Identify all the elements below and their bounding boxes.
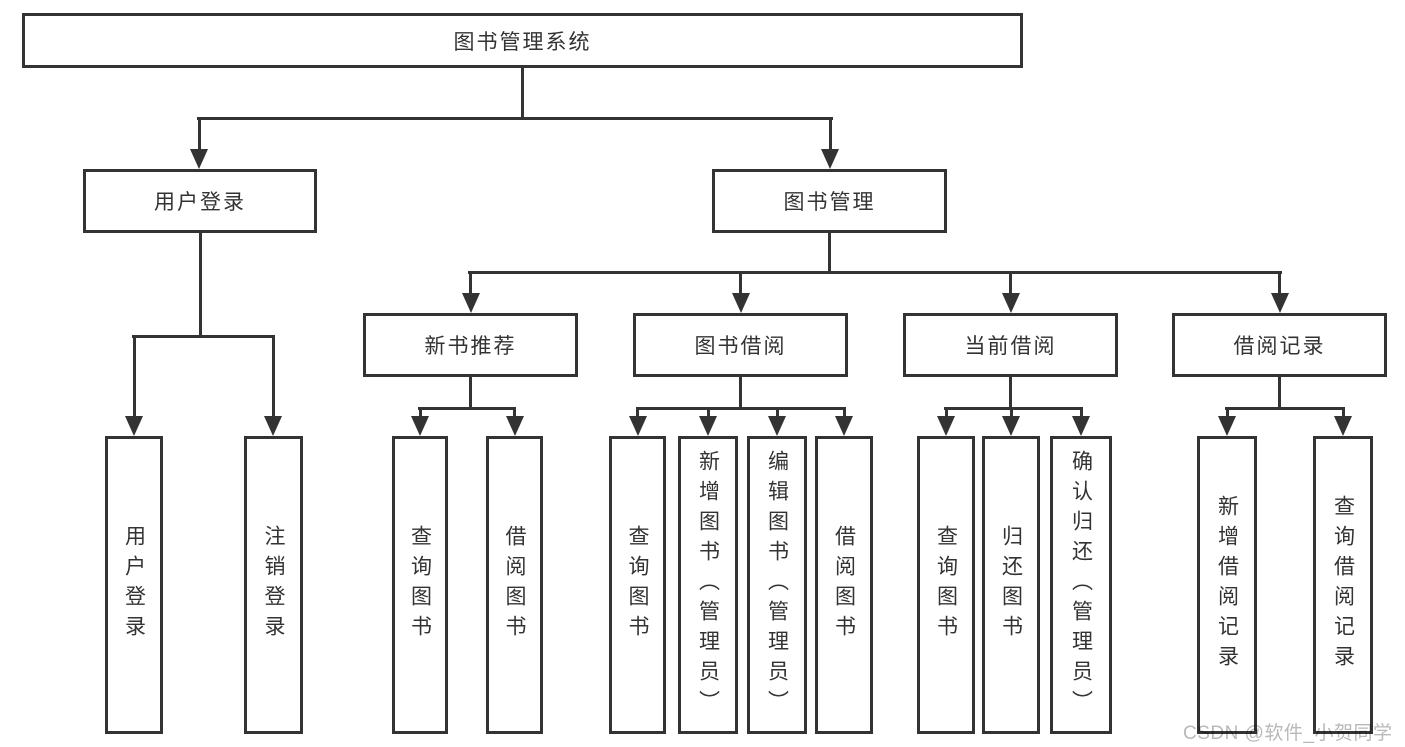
connector-bookmgmt-drop4 — [1278, 271, 1281, 296]
leaf-query-books-recommend: 查询图书 — [392, 436, 448, 734]
arrowhead-down-icon — [264, 416, 282, 436]
connector-bookmgmt-drop1 — [469, 271, 472, 296]
arrowhead-down-icon — [411, 416, 429, 436]
leaf-edit-book-admin: 编辑图书（管理员） — [747, 436, 807, 734]
connector-root-stub — [521, 68, 524, 120]
connector-records-stub — [1278, 377, 1281, 410]
connector-records-drop1 — [1225, 407, 1229, 419]
arrowhead-down-icon — [731, 293, 750, 313]
arrowhead-down-icon — [1334, 416, 1352, 436]
arrowhead-down-icon — [937, 416, 955, 436]
connector-newbooks-stub — [469, 377, 472, 410]
connector-userlogin-stub — [198, 233, 202, 338]
arrowhead-down-icon — [461, 293, 480, 313]
connector-borrowing-stub — [739, 377, 742, 410]
connector-root-split — [197, 117, 833, 120]
connector-current-stub — [1009, 377, 1012, 410]
connector-userlogin-drop1 — [132, 335, 136, 418]
connector-bookmgmt-drop3 — [1009, 271, 1012, 296]
connector-newbooks-split — [418, 407, 516, 410]
connector-records-split — [1225, 407, 1345, 410]
connector-current-split — [944, 407, 1083, 410]
branch-book-management: 图书管理 — [712, 169, 947, 233]
leaf-return-book: 归还图书 — [982, 436, 1040, 734]
arrowhead-down-icon — [835, 416, 853, 436]
module-current-borrowing: 当前借阅 — [903, 313, 1118, 377]
csdn-watermark: CSDN @软件_小贺同学 — [1183, 723, 1393, 744]
arrowhead-down-icon — [699, 416, 717, 436]
arrowhead-down-icon — [1001, 293, 1020, 313]
leaf-add-borrow-record: 新增借阅记录 — [1197, 436, 1257, 734]
arrowhead-down-icon — [1270, 293, 1289, 313]
node-root: 图书管理系统 — [22, 13, 1023, 68]
arrowhead-down-icon — [628, 416, 647, 436]
arrowhead-down-icon — [1002, 416, 1020, 436]
module-new-book-recommend: 新书推荐 — [363, 313, 578, 377]
arrowhead-down-icon — [768, 416, 786, 436]
connector-bookmgmt-drop2 — [739, 271, 742, 296]
module-borrowing-records: 借阅记录 — [1172, 313, 1387, 377]
leaf-borrow-books-recommend: 借阅图书 — [486, 436, 543, 734]
arrowhead-down-icon — [1218, 416, 1236, 436]
arrowhead-down-icon — [505, 416, 524, 436]
connector-records-drop2 — [1341, 407, 1345, 419]
connector-root-left-drop — [197, 117, 201, 152]
leaf-user-login: 用户登录 — [105, 436, 163, 734]
connector-bookmgmt-split — [468, 271, 1282, 274]
connector-current-drop3 — [1079, 407, 1083, 419]
arrowhead-down-icon — [821, 149, 839, 169]
connector-borrowing-drop3 — [775, 407, 779, 419]
connector-borrowing-drop2 — [706, 407, 710, 419]
leaf-borrow-books-borrowing: 借阅图书 — [815, 436, 873, 734]
leaf-query-borrow-record: 查询借阅记录 — [1313, 436, 1373, 734]
connector-borrowing-drop1 — [636, 407, 639, 419]
arrowhead-down-icon — [1072, 416, 1090, 436]
connector-bookmgmt-stub — [828, 233, 831, 274]
leaf-query-books-borrowing: 查询图书 — [609, 436, 666, 734]
connector-current-drop1 — [944, 407, 948, 419]
branch-user-login: 用户登录 — [83, 169, 317, 233]
arrowhead-down-icon — [190, 149, 208, 169]
leaf-add-book-admin: 新增图书（管理员） — [678, 436, 738, 734]
leaf-logout: 注销登录 — [244, 436, 303, 734]
connector-newbooks-drop1 — [418, 407, 422, 419]
connector-root-right-drop — [828, 117, 832, 152]
leaf-confirm-return-admin: 确认归还（管理员） — [1050, 436, 1112, 734]
connector-borrowing-drop4 — [842, 407, 846, 419]
arrowhead-down-icon — [125, 416, 143, 436]
connector-userlogin-split — [132, 335, 275, 338]
leaf-query-books-current: 查询图书 — [917, 436, 975, 734]
connector-userlogin-drop2 — [271, 335, 275, 418]
module-book-borrowing: 图书借阅 — [633, 313, 848, 377]
connector-newbooks-drop2 — [513, 407, 516, 419]
connector-borrowing-split — [636, 407, 846, 410]
connector-current-drop2 — [1009, 407, 1013, 419]
